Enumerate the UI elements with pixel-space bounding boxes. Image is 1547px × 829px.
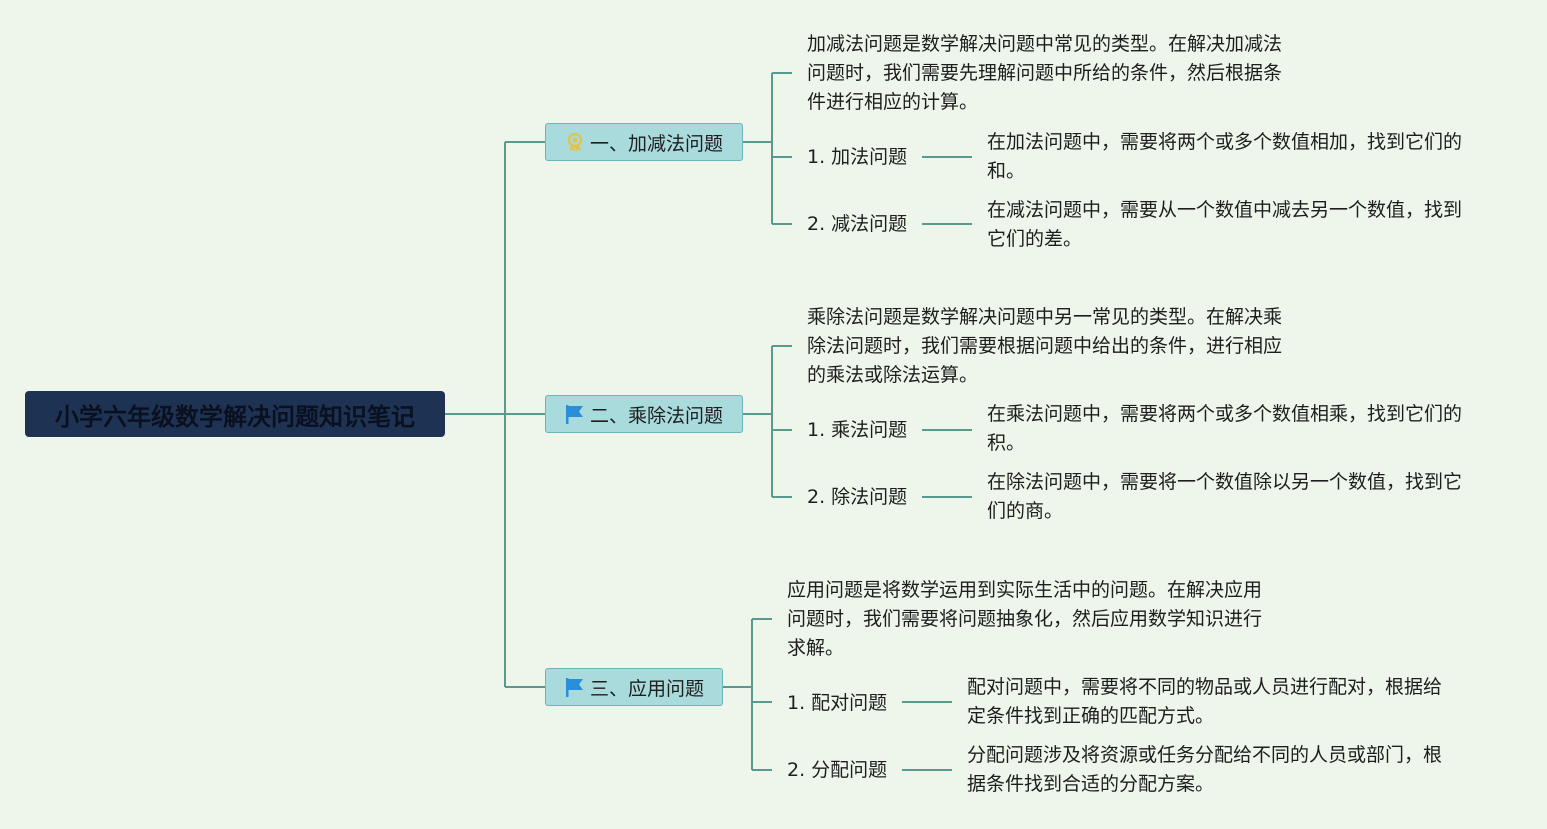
branch-topic-multiply-divide[interactable]: 二、乘除法问题 <box>545 395 743 433</box>
branch-topic-add-subtract[interactable]: 一、加减法问题 <box>545 123 743 161</box>
branch-intro-text: 乘除法问题是数学解决问题中另一常见的类型。在解决乘 除法问题时，我们需要根据问题… <box>807 306 1283 386</box>
flag-icon <box>564 676 586 698</box>
branch-topic-application[interactable]: 三、应用问题 <box>545 668 723 706</box>
branch-intro-text: 加减法问题是数学解决问题中常见的类型。在解决加减法 问题时，我们需要先理解问题中… <box>807 33 1283 113</box>
branch-label: 三、应用问题 <box>590 677 705 700</box>
branch-intro-text: 应用问题是将数学运用到实际生活中的问题。在解决应用 问题时，我们需要将问题抽象化… <box>787 579 1263 659</box>
subtopic-allocation[interactable]: 2. 分配问题 <box>787 759 888 781</box>
root-topic[interactable]: 小学六年级数学解决问题知识笔记 <box>25 391 445 437</box>
subtopic-subtraction[interactable]: 2. 减法问题 <box>807 213 908 235</box>
subtopic-description: 在除法问题中，需要将一个数值除以另一个数值，找到它 们的商。 <box>987 471 1463 522</box>
subtopic-pairing[interactable]: 1. 配对问题 <box>787 692 888 714</box>
subtopic-description: 配对问题中，需要将不同的物品或人员进行配对，根据给 定条件找到正确的匹配方式。 <box>967 676 1443 727</box>
subtopic-multiplication[interactable]: 1. 乘法问题 <box>807 419 908 441</box>
branch-label: 二、乘除法问题 <box>590 404 724 427</box>
root-title: 小学六年级数学解决问题知识笔记 <box>55 402 415 431</box>
subtopic-description: 分配问题涉及将资源或任务分配给不同的人员或部门，根 据条件找到合适的分配方案。 <box>967 744 1443 795</box>
subtopic-description: 在乘法问题中，需要将两个或多个数值相乘，找到它们的 积。 <box>987 403 1463 454</box>
subtopic-description: 在加法问题中，需要将两个或多个数值相加，找到它们的 和。 <box>987 131 1463 182</box>
subtopic-division[interactable]: 2. 除法问题 <box>807 486 908 508</box>
subtopic-addition[interactable]: 1. 加法问题 <box>807 146 908 168</box>
flag-icon <box>564 403 586 425</box>
subtopic-description: 在减法问题中，需要从一个数值中减去另一个数值，找到 它们的差。 <box>987 199 1463 250</box>
award-ribbon-icon <box>564 131 586 153</box>
branch-label: 一、加减法问题 <box>590 132 724 155</box>
